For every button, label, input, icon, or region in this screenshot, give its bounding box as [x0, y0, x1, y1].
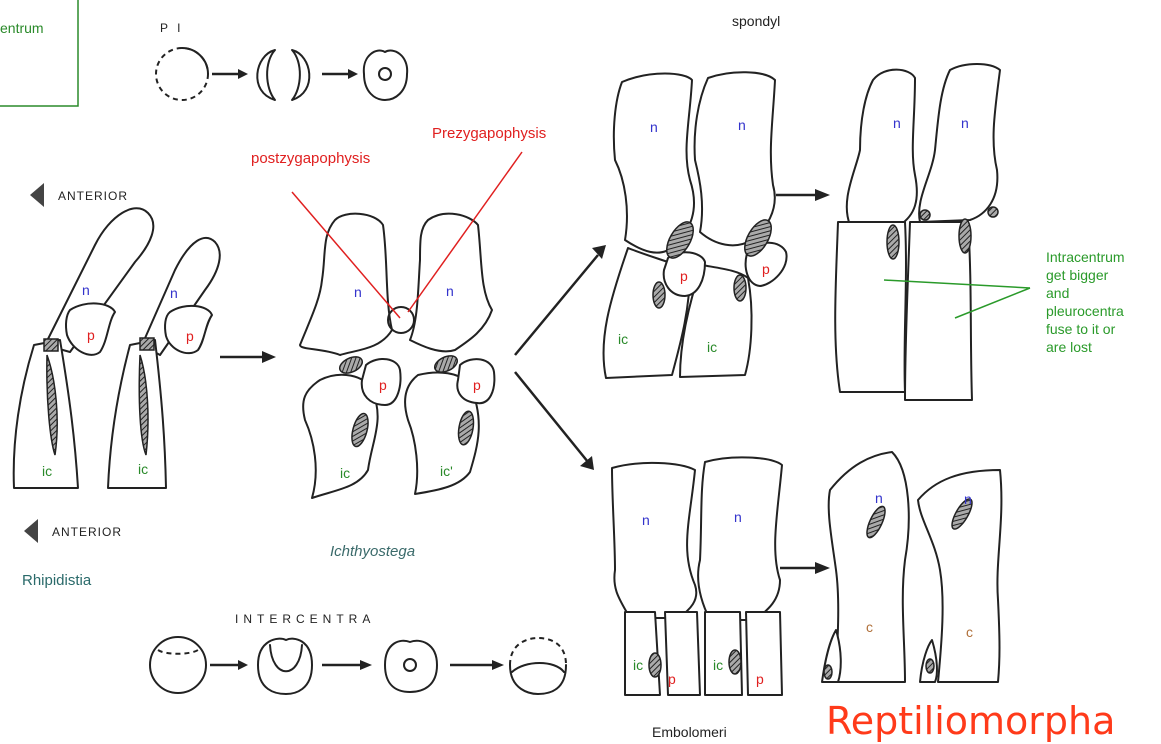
pleurocentrum-label-4: p: [473, 377, 481, 393]
pleurocentrum-label-9: p: [668, 671, 676, 687]
intracentrum-note-line-5: fuse to it or: [1046, 321, 1116, 337]
rhipidistia-label: Rhipidistia: [22, 572, 92, 589]
intracentrum-note-line-4: pleurocentra: [1046, 303, 1124, 319]
neural-arch-label-4: n: [446, 283, 454, 299]
neural-arch-7: [847, 70, 917, 225]
intercentrum-label-9: ic: [633, 657, 643, 673]
embolomeri-vertebrae: n n ic p ic p Embolomeri: [612, 457, 782, 740]
intracentrum-note-line-6: are lost: [1046, 339, 1092, 355]
advanced-stereospondyl-vertebrae: n n Intracentrum get bigger and pleuroce…: [835, 64, 1124, 400]
neural-arch-label-3: n: [354, 284, 362, 300]
ichthyostega-vertebrae: postzygapophysis Prezygapophysis n n p p…: [251, 125, 546, 560]
neural-arch-3: [300, 214, 392, 355]
intracentrum-note-line-1: Intracentrum: [1046, 249, 1125, 265]
notochord-hole: [379, 68, 391, 80]
arrow-to-stereospondyl: [515, 255, 598, 355]
intercentrum-label-4: ic': [440, 463, 453, 479]
pleurocentra-sequence: P I: [156, 21, 407, 100]
intercentrum-label-3: ic: [340, 465, 350, 481]
neural-arch-9: [612, 463, 696, 618]
neural-arch-10: [698, 457, 782, 620]
intracentrum-note-line-2: get bigger: [1046, 267, 1109, 283]
neural-arch-label-12: n: [964, 491, 972, 507]
intercentrum-stage-2: [258, 639, 312, 694]
ichthyostega-label: Ichthyostega: [330, 543, 415, 560]
intracentrum-note-line-3: and: [1046, 285, 1069, 301]
anterior-arrow-bottom: ANTERIOR: [24, 519, 122, 543]
pleurocentrum-label-6: p: [762, 261, 770, 277]
stereospondyl-vertebrae: spondyl n n p p ic ic: [603, 13, 786, 378]
arrow-to-embolomeri: [515, 372, 588, 462]
intercentra-sequence: INTERCENTRA: [150, 612, 566, 694]
neural-arch-label-8: n: [961, 115, 969, 131]
pleurocentrum-label-1: p: [87, 327, 95, 343]
anterior-label-top: ANTERIOR: [58, 189, 128, 203]
pleurocentrum-label-2: p: [186, 328, 194, 344]
anterior-arrow-top: ANTERIOR: [30, 183, 128, 207]
neural-arch-label-1: n: [82, 282, 90, 298]
pleurocentrum-label-3: p: [379, 377, 387, 393]
intercentrum-stage-3: [385, 641, 437, 692]
intracentrum-note: Intracentrum get bigger and pleurocentra…: [1046, 249, 1125, 355]
intercentrum-label-10: ic: [713, 657, 723, 673]
reptiliomorpha-label: Reptiliomorpha: [826, 699, 1115, 743]
centrum-label-12: c: [966, 624, 973, 640]
pleurocentrum-label-10: p: [756, 671, 764, 687]
anterior-label-bottom: ANTERIOR: [52, 525, 122, 539]
postzygapophysis-label: postzygapophysis: [251, 150, 370, 167]
neural-arch-label-2: n: [170, 285, 178, 301]
pleurocentrum-stage-3: [364, 51, 407, 100]
intercentrum-label-2: ic: [138, 461, 148, 477]
reptiliomorpha-vertebrae: n n c c Reptiliomorpha: [822, 452, 1115, 743]
neural-arch-label-10: n: [734, 509, 742, 525]
pleurocentrum-stage-1-solid: [182, 48, 208, 74]
neural-arch-8: [919, 64, 1000, 222]
pleurocentra-stage-label: P I: [160, 21, 183, 35]
legend-box: entrum: [0, 0, 78, 106]
pleurocentrum-stage-2-left: [257, 50, 275, 100]
pleurocentrum-stage-2-right: [292, 50, 309, 100]
intercentrum-label-5: ic: [618, 331, 628, 347]
intercentrum-label-6: ic: [707, 339, 717, 355]
neural-arch-6: [695, 72, 775, 245]
stereospondyl-label: spondyl: [732, 13, 780, 29]
centrum-label-11: c: [866, 619, 873, 635]
intercentrum-2: [108, 340, 166, 488]
neural-arch-label-7: n: [893, 115, 901, 131]
intercentrum-stage-4: [510, 665, 566, 694]
pleurocentrum-label-5: p: [680, 268, 688, 284]
neural-arch-label-11: n: [875, 490, 883, 506]
neural-arch-label-6: n: [738, 117, 746, 133]
neural-arch-label-9: n: [642, 512, 650, 528]
rhipidistia-vertebrae: ANTERIOR n n p p ic ic ANTERIOR Rhipidis…: [14, 183, 220, 589]
embolomeri-label: Embolomeri: [652, 724, 727, 740]
legend-box-text: entrum: [0, 20, 44, 36]
intercentra-stage-label: INTERCENTRA: [235, 612, 375, 626]
neural-arch-label-5: n: [650, 119, 658, 135]
prezygapophysis-label: Prezygapophysis: [432, 125, 546, 142]
intercentrum-label-1: ic: [42, 463, 52, 479]
pleurocentrum-10: [746, 612, 782, 695]
intercentrum-stage-1: [150, 637, 206, 693]
